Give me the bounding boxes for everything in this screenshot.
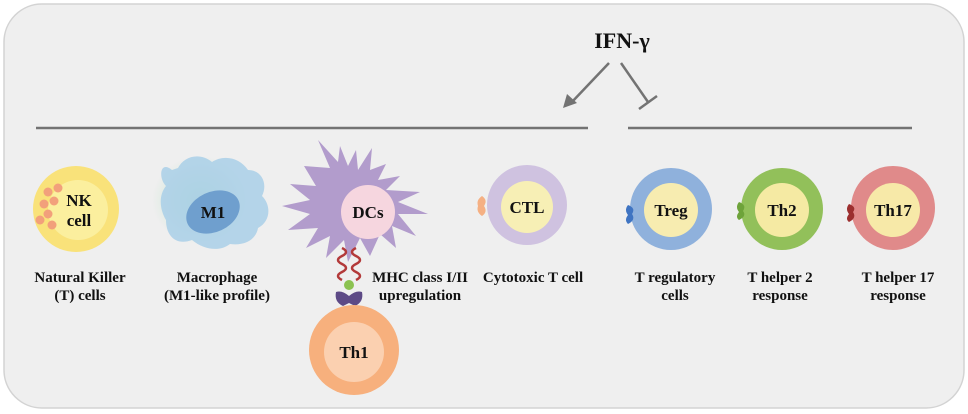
nk-caption-line1: Natural Killer (34, 270, 126, 286)
dendritic-cell: DCs (282, 140, 428, 262)
treg-receptor-icon (626, 205, 634, 224)
ctl-caption: Cytotoxic T cell (483, 270, 583, 286)
peptide-icon (344, 280, 354, 290)
nk-granule (43, 209, 53, 219)
m1-nucleus (186, 190, 240, 234)
mhc-molecule-icon (350, 246, 362, 282)
mhc-complex (335, 246, 363, 306)
treg-label: Treg (654, 201, 688, 220)
th17-caption-line2: response (870, 288, 926, 304)
nk-granule (53, 183, 63, 193)
th2-label: Th2 (767, 201, 796, 220)
th2-caption-line2: response (752, 288, 808, 304)
dc-caption-line1: MHC class I/II (372, 270, 468, 286)
dc-nucleus (341, 185, 395, 239)
activation-arrow (563, 62, 610, 108)
nk-caption-line2: (T) cells (54, 288, 105, 304)
th17-label: Th17 (874, 201, 912, 220)
ctl-cell: CTL (477, 165, 567, 245)
th1-label: Th1 (339, 343, 368, 362)
nk-granule (47, 220, 57, 230)
title-ifn-gamma: IFN-γ (594, 28, 650, 53)
tcr-icon (335, 291, 363, 306)
th2-receptor-icon (737, 202, 745, 220)
th2-caption-line1: T helper 2 (747, 270, 812, 286)
th17-cell: Th17 (847, 166, 935, 250)
dc-label: DCs (352, 203, 384, 222)
ctl-receptor-icon (477, 196, 486, 216)
macrophage-caption-line2: (M1-like profile) (164, 288, 270, 304)
macrophage-cell: M1 (152, 156, 269, 249)
th17-receptor-icon (847, 204, 855, 222)
th1-cell: Th1 (309, 305, 399, 395)
th2-cell: Th2 (737, 168, 823, 250)
nk-granule (43, 187, 53, 197)
nk-granule (49, 196, 59, 206)
macrophage-caption-line1: Macrophage (177, 270, 258, 286)
m1-label: M1 (201, 203, 226, 222)
treg-caption-line2: cells (661, 288, 689, 304)
th17-caption-line1: T helper 17 (862, 270, 935, 286)
treg-caption-line1: T regulatory (635, 270, 716, 286)
nk-granule (35, 215, 45, 225)
nk-cell-label-line2: cell (67, 211, 92, 230)
inhibition-arrow (619, 62, 658, 111)
ctl-label: CTL (510, 198, 545, 217)
dc-caption-line2: upregulation (379, 288, 462, 304)
nk-granule (39, 199, 49, 209)
mhc-molecule-icon (336, 246, 348, 282)
nk-cell-label-line1: NK (66, 191, 92, 210)
nk-cell: NK cell (33, 166, 119, 252)
treg-cell: Treg (626, 168, 712, 250)
